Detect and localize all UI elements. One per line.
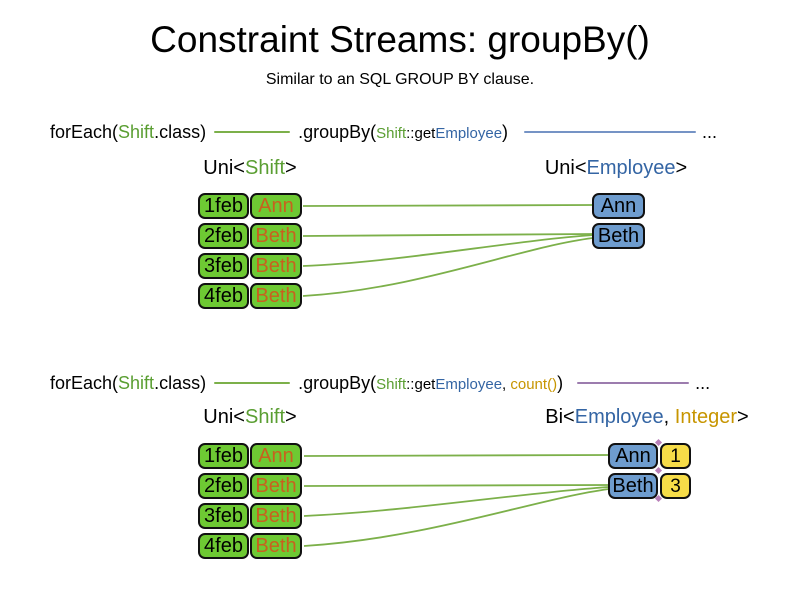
groupby-arg-class: Shift [376,376,407,393]
label-type: Employee [586,157,676,179]
shift-date-cell: 4feb [198,533,249,559]
label-post: > [737,406,749,428]
shift-employee-cell: Beth [250,223,302,249]
label-post: > [285,157,297,179]
label-type1: Employee [574,406,664,428]
label-type: Shift [244,406,286,428]
foreach-close: .class) [154,122,207,142]
uni-shift-label-1: Uni<Shift> [203,157,296,180]
connector-foreach-to-groupby-2 [214,382,291,385]
groupby-close: ) [557,373,564,393]
shift-date-cell: 2feb [198,223,249,249]
shift-date-cell: 4feb [198,283,249,309]
label-type2: Integer [674,406,738,428]
foreach-open: forEach( [50,373,119,393]
groupby-arg-accessor: ::get [406,125,436,142]
label-type: Shift [244,157,286,179]
shift-employee-cell: Ann [250,443,302,469]
employee-box: Ann [608,443,658,469]
connector-d1-row2-to-beth [302,233,594,237]
shift-employee-cell: Ann [250,193,302,219]
employee-box: Beth [608,473,658,499]
count-box: 1 [660,443,691,469]
result-row: Ann [592,193,645,219]
code-line-2: forEach(Shift.class) .groupBy(Shift::get… [50,372,710,395]
shift-employee-cell: Beth [250,253,302,279]
shift-employee-cell: Beth [250,503,302,529]
connector-d1-row4-to-beth [302,237,594,297]
label-separator: , [663,406,675,428]
connector-d1-row1-to-ann [302,204,594,207]
foreach-class-arg: Shift [118,122,155,142]
shift-date-cell: 3feb [198,253,249,279]
page-subtitle: Similar to an SQL GROUP BY clause. [265,71,535,88]
label-pre: Uni< [203,157,245,179]
foreach-close: .class) [154,373,207,393]
groupby-arg-property: Employee [435,125,503,142]
ellipsis-2: ... [695,373,711,393]
employee-box: Ann [592,193,645,219]
shift-date-cell: 3feb [198,503,249,529]
groupby-open: .groupBy( [298,373,377,393]
uni-employee-label: Uni<Employee> [545,157,687,180]
connector-d2-row2-to-beth [303,484,610,487]
groupby-arg-separator: , [502,376,511,393]
shift-employee-cell: Beth [250,283,302,309]
connector-groupby-continuation-2 [577,382,690,385]
bi-employee-integer-label: Bi<Employee, Integer> [545,406,748,429]
label-pre: Uni< [203,406,245,428]
groupby-arg-count: count() [510,376,558,393]
ellipsis-1: ... [702,122,718,142]
connector-d2-row3-to-beth [303,486,610,517]
foreach-open: forEach( [50,122,119,142]
connector-d2-row4-to-beth [303,488,610,547]
label-pre: Uni< [544,157,587,179]
label-post: > [675,157,688,179]
code-line-1: forEach(Shift.class) .groupBy(Shift::get… [50,121,717,144]
groupby-open: .groupBy( [298,122,377,142]
page-title: Constraint Streams: groupBy() [150,19,650,60]
connector-groupby-continuation-1 [524,131,697,134]
employee-box: Beth [592,223,645,249]
shift-date-cell: 2feb [198,473,249,499]
connector-d2-row1-to-ann [303,454,610,457]
foreach-class-arg: Shift [118,373,155,393]
shift-date-cell: 1feb [198,193,249,219]
groupby-arg-property: Employee [435,376,503,393]
count-box: 3 [660,473,691,499]
connector-d1-row3-to-beth [302,234,594,267]
groupby-arg-class: Shift [376,125,407,142]
shift-employee-cell: Beth [250,533,302,559]
connector-foreach-to-groupby-1 [214,131,291,134]
uni-shift-label-2: Uni<Shift> [203,406,296,429]
groupby-close: ) [502,122,509,142]
shift-date-cell: 1feb [198,443,249,469]
employee-result-1: Ann Beth [592,193,645,253]
label-pre: Bi< [545,406,575,428]
shift-employee-cell: Beth [250,473,302,499]
result-row: Beth [592,223,645,249]
groupby-arg-accessor: ::get [406,376,436,393]
label-post: > [285,406,297,428]
